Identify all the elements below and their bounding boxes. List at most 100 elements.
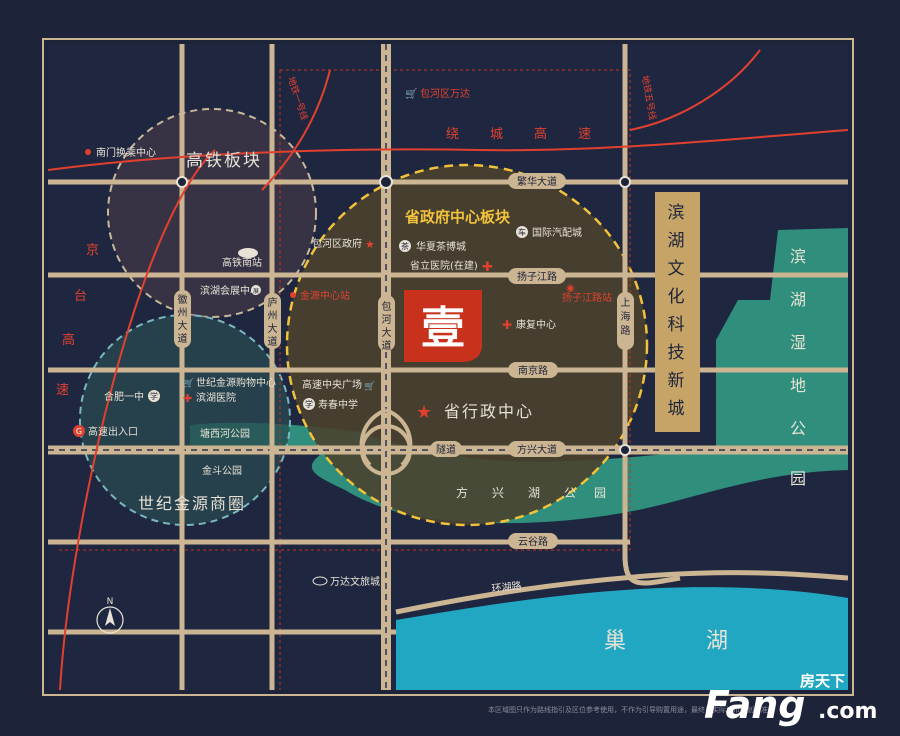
svg-text:高: 高 <box>62 332 75 348</box>
poi-gaosu-exit: G 高速出入口 <box>73 425 138 438</box>
binhu-wetland-label: 滨 湖 湿 地 公 园 <box>790 247 808 488</box>
highway-exit-icon <box>73 425 85 437</box>
exhibition-icon <box>251 285 261 295</box>
poi-yangzijiang-station: ◉ 扬子江路站 <box>562 283 612 304</box>
svg-text:壹: 壹 <box>421 303 465 354</box>
svg-text:高速中央广场: 高速中央广场 <box>302 378 362 391</box>
svg-text:方兴大道: 方兴大道 <box>517 443 557 456</box>
svg-text:茶: 茶 <box>401 241 409 251</box>
tourism-icon <box>312 576 328 586</box>
poi-wanda-tourism: 万达文旅城 <box>312 575 380 588</box>
svg-text:地: 地 <box>790 376 808 395</box>
svg-text:州: 州 <box>268 310 278 322</box>
poi-shouchun: 学 寿春中学 <box>303 398 358 411</box>
poi-baohe-wanda: 🛒 包河区万达 <box>405 87 470 100</box>
svg-text:滨湖会展中心: 滨湖会展中心 <box>200 284 260 297</box>
star-icon: ★ <box>416 402 432 423</box>
fang-watermark-logo: 房天下 Fang .com <box>704 672 877 727</box>
svg-text:华夏茶博城: 华夏茶博城 <box>416 240 466 253</box>
hospital-cross-icon: ✚ <box>482 260 493 275</box>
svg-text:方: 方 <box>456 485 468 500</box>
svg-text:G: G <box>76 427 82 436</box>
svg-text:Fang: Fang <box>704 683 806 727</box>
svg-text:包河区政府: 包河区政府 <box>312 237 362 250</box>
svg-text:文: 文 <box>668 259 687 279</box>
svg-text:州: 州 <box>178 307 188 319</box>
svg-text:云谷路: 云谷路 <box>518 535 548 548</box>
jinyuan-district-label: 世纪金源商圈 <box>138 494 246 513</box>
road-label-shanghai: 上 海 路 <box>617 292 634 350</box>
poi-jindou: 金斗公园 <box>202 464 242 477</box>
svg-text:万达文旅城: 万达文旅城 <box>330 575 380 588</box>
svg-text:速: 速 <box>56 383 69 398</box>
hospital-cross-icon: ✚ <box>183 392 192 405</box>
binhu-tech-label: 滨 湖 文 化 科 技 新 城 <box>668 203 687 419</box>
svg-text:滨: 滨 <box>790 247 808 266</box>
svg-text:高: 高 <box>534 126 547 142</box>
svg-text:N: N <box>107 597 114 607</box>
svg-text:高铁南站: 高铁南站 <box>222 256 262 269</box>
svg-text:展: 展 <box>253 288 259 295</box>
cart-icon: 🛒 <box>364 380 375 392</box>
train-icon <box>238 248 258 258</box>
svg-text:国际汽配城: 国际汽配城 <box>532 226 582 239</box>
cart-icon: 🛒 <box>405 87 417 100</box>
gaotie-district-label: 高铁板块 <box>186 151 262 171</box>
svg-text:湖: 湖 <box>528 485 540 500</box>
map-frame <box>42 38 854 696</box>
svg-text:大: 大 <box>382 326 392 339</box>
svg-text:大: 大 <box>268 322 278 335</box>
svg-text:河: 河 <box>382 314 392 326</box>
svg-text:省立医院(在建): 省立医院(在建) <box>410 259 478 272</box>
svg-text:包河区万达: 包河区万达 <box>420 87 470 100</box>
svg-text:徽: 徽 <box>178 293 188 306</box>
svg-text:绕: 绕 <box>446 127 459 142</box>
svg-text:南京路: 南京路 <box>518 364 548 377</box>
road-label-nanjing: 南京路 <box>508 362 558 378</box>
cart-icon: 🛒 <box>183 377 194 389</box>
svg-text:合肥一中: 合肥一中 <box>104 390 144 403</box>
svg-text:上: 上 <box>621 297 631 309</box>
poi-kangfu: ✚ 康复中心 <box>502 318 556 332</box>
poi-jinyuan-station: 金源中心站 <box>290 289 350 302</box>
svg-text:寿春中学: 寿春中学 <box>318 398 358 411</box>
chaohu-lake <box>396 587 848 690</box>
svg-text:湖: 湖 <box>668 231 687 251</box>
svg-text:房天下: 房天下 <box>800 672 845 690</box>
svg-text:.com: .com <box>818 699 877 724</box>
tea-icon <box>399 240 411 252</box>
chaohu-label: 巢 <box>604 629 628 654</box>
poi-gaosu-plaza: 高速中央广场 🛒 <box>302 378 375 392</box>
raocheng-expressway-label: 绕 城 高 速 <box>446 126 591 142</box>
road-label-yungu: 云谷路 <box>508 533 558 549</box>
svg-text:台: 台 <box>74 289 87 304</box>
metro-dot-icon <box>85 149 91 155</box>
intersection-nodes <box>176 175 631 456</box>
svg-text:科: 科 <box>668 315 687 335</box>
svg-text:学: 学 <box>305 399 313 409</box>
road-label-fangxing: 方兴大道 <box>508 441 566 457</box>
svg-text:公: 公 <box>564 486 576 500</box>
svg-text:康复中心: 康复中心 <box>516 318 556 331</box>
poi-shengli-hospital: 省立医院(在建) ✚ <box>410 259 493 275</box>
gov-district-label: 省政府中心板块 <box>404 208 511 226</box>
poi-gaotienan: 高铁南站 <box>222 248 262 269</box>
svg-text:道: 道 <box>268 335 278 348</box>
north-arrow-icon <box>105 608 115 626</box>
car-icon <box>516 226 528 238</box>
svg-text:车: 车 <box>518 227 526 237</box>
admin-center-label: 省行政中心 <box>444 402 534 421</box>
svg-text:城: 城 <box>490 127 503 142</box>
school-icon <box>148 390 160 402</box>
metro-lines <box>48 49 848 690</box>
road-label-yangzijiang: 扬子江路 <box>508 268 566 284</box>
svg-text:道: 道 <box>178 332 188 345</box>
road-label-fanhua: 繁华大道 <box>508 173 566 189</box>
svg-text:世纪金源购物中心: 世纪金源购物中心 <box>196 376 276 389</box>
svg-text:新: 新 <box>668 371 687 391</box>
road-label-suidao: 隧道 <box>430 441 462 457</box>
hospital-cross-icon: ✚ <box>502 318 512 332</box>
svg-text:庐: 庐 <box>268 296 278 309</box>
svg-text:园: 园 <box>790 469 808 488</box>
